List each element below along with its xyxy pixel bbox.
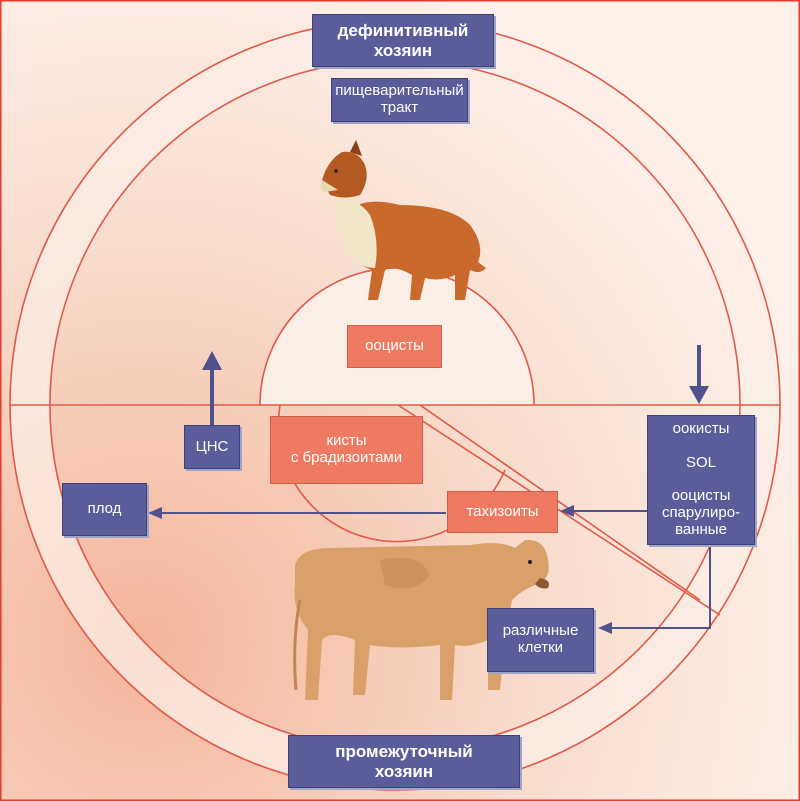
- dog-illustration: [320, 140, 486, 300]
- cow-illustration: [293, 539, 549, 700]
- fetus-label: плод: [62, 483, 147, 536]
- tachyzoites-label: тахизоиты: [447, 491, 558, 533]
- spiral-line-outer: [397, 404, 721, 616]
- cysts-with-bradyzoites-label: кисты с брадизоитами: [270, 416, 423, 484]
- arrows: [148, 345, 711, 634]
- digestive-tract-label: пищеварительный тракт: [331, 78, 468, 122]
- spiral-line-inner: [419, 404, 701, 601]
- oocysts-sol-label: оокисты SOL ооцисты спарулиро- ванные: [647, 415, 755, 545]
- various-cells-label: различные клетки: [487, 608, 594, 672]
- definitive-host-label: дефинитивный хозяин: [312, 14, 494, 67]
- intermediate-host-label: промежуточный хозяин: [288, 735, 520, 788]
- cns-label: ЦНС: [184, 425, 240, 469]
- oocysts-label: ооцисты: [347, 325, 442, 368]
